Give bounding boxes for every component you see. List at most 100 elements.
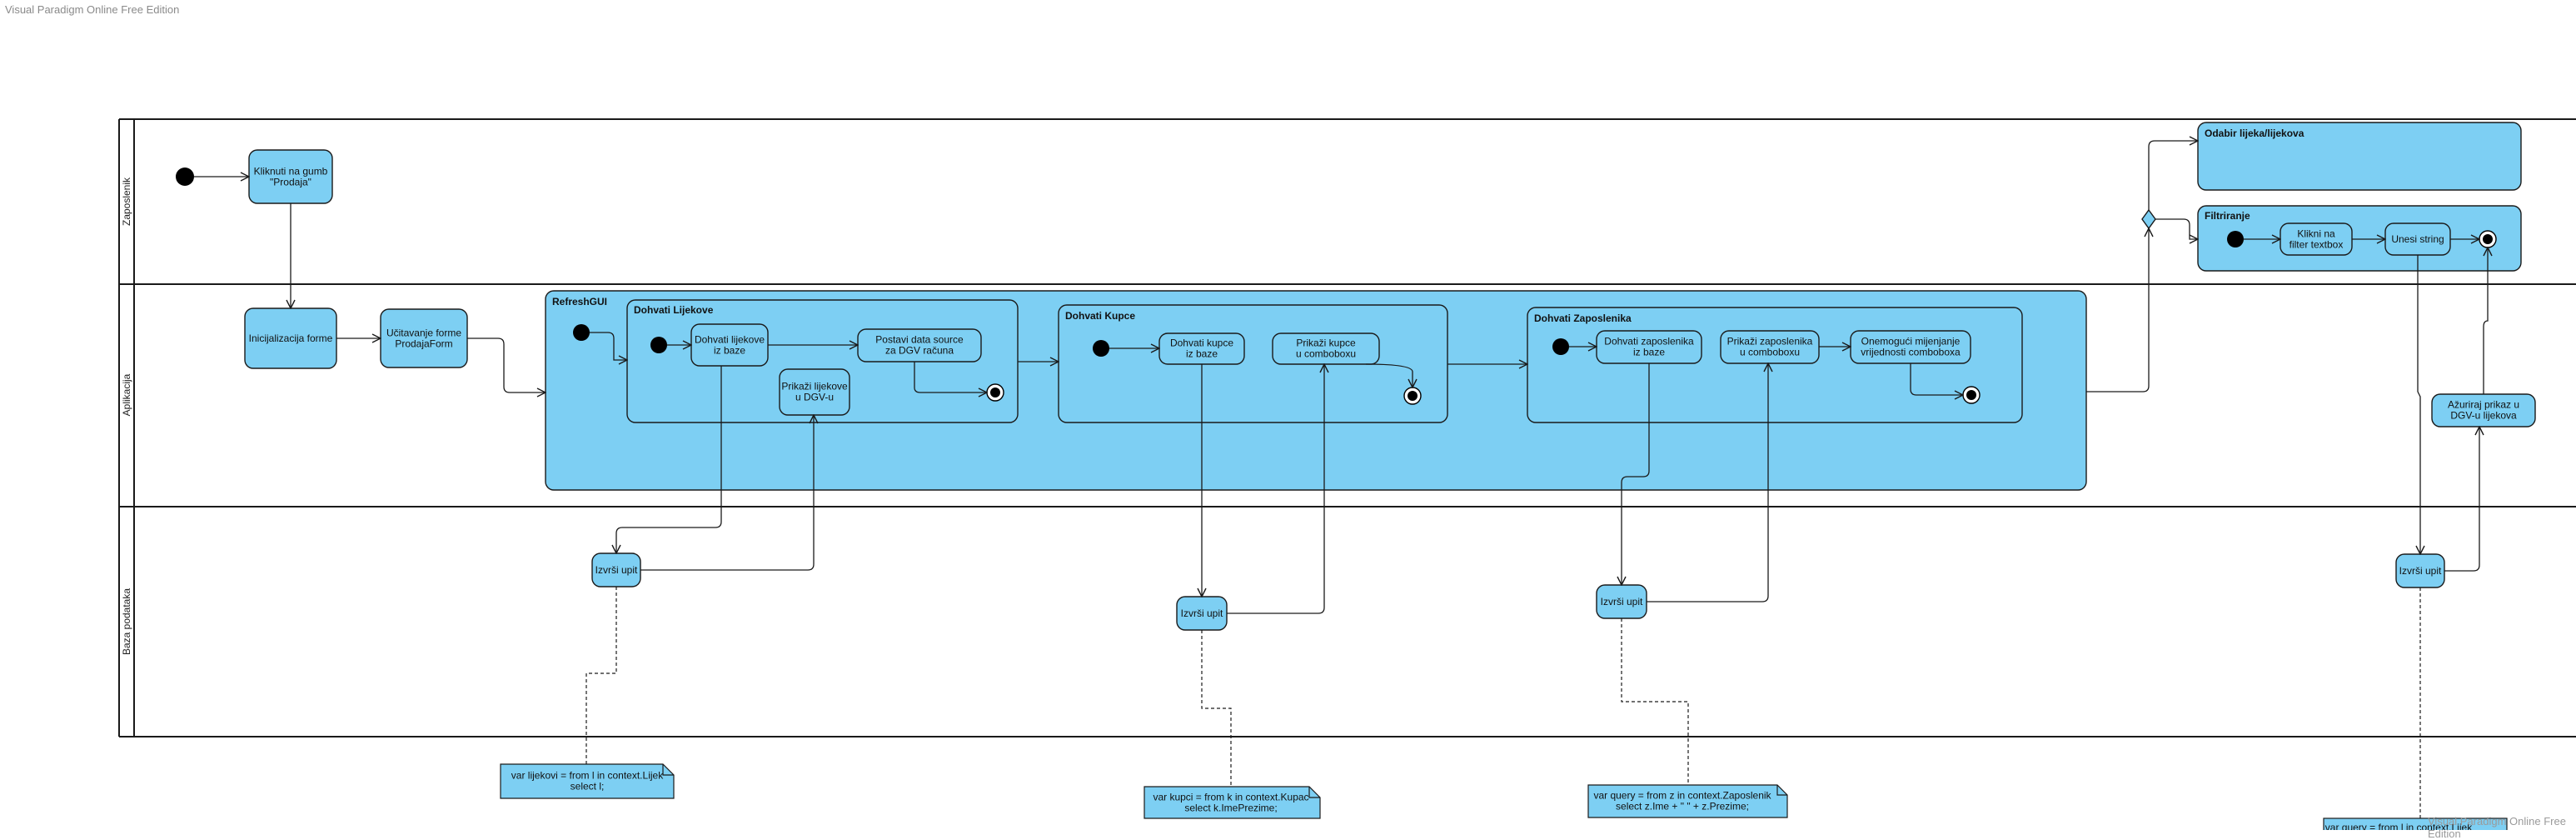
- label-line: u comboboxu: [1740, 347, 1800, 358]
- label-line: iz baze: [1633, 347, 1665, 358]
- note-anchor: [585, 587, 617, 764]
- flow-edge: [1910, 363, 1963, 395]
- action-kliknuti[interactable]: Kliknuti na gumb"Prodaja": [248, 149, 333, 204]
- label-line: Klikni na: [2297, 228, 2335, 240]
- final-node: [986, 383, 1004, 402]
- flow-edge: [590, 332, 627, 360]
- flow-edge: [2418, 255, 2420, 554]
- label-line: u DGV-u: [795, 392, 834, 403]
- lane-label-aplikacija: Aplikacija: [121, 373, 132, 416]
- flow-edge: [640, 415, 814, 571]
- lane-label-baza: Baza podataka: [121, 588, 132, 655]
- initial-node: [2227, 231, 2244, 248]
- note-anchors: [585, 587, 2421, 818]
- final-nodes: [986, 230, 2497, 405]
- note-kupci[interactable]: var kupci = from k in context.Kupacselec…: [1144, 786, 1321, 819]
- label-line: var query = from l in context.Lijek: [2325, 822, 2473, 830]
- group-label: Dohvati Kupce: [1065, 310, 1135, 322]
- note-lijekovi[interactable]: var lijekovi = from l in context.Lijekse…: [500, 763, 675, 799]
- flow-edge: [467, 338, 546, 392]
- flow-edge: [1647, 363, 1768, 602]
- label-line: za DGV računa: [885, 345, 954, 357]
- group-label: Filtriranje: [2205, 210, 2250, 222]
- note-query[interactable]: var query = from z in context.Zaposlenik…: [1587, 784, 1788, 818]
- flow-edge: [1365, 363, 1413, 388]
- initial-node: [176, 168, 194, 186]
- action-izvrsi-upit[interactable]: Izvrši upit: [2395, 553, 2445, 588]
- dohvati-zaposlenika-group[interactable]: Dohvati Zaposlenika: [1527, 307, 2023, 423]
- label-line: var kupci = from k in context.Kupac: [1153, 792, 1308, 803]
- label-line: select z.Ime + " " + z.Prezime;: [1616, 801, 1749, 812]
- flow-edge: [2483, 248, 2488, 394]
- label-line: Kliknuti na gumb: [254, 166, 328, 178]
- flow-edge: [2148, 141, 2198, 210]
- final-node: [1962, 386, 1981, 404]
- label-line: var query = from z in context.Zaposlenik: [1593, 790, 1771, 802]
- label-line: select k.ImePrezime;: [1184, 802, 1277, 814]
- initial-nodes: [176, 168, 2244, 357]
- final-node: [2479, 230, 2497, 248]
- label-line: u comboboxu: [1296, 348, 1356, 360]
- note-cut[interactable]: var query = from l in context.Lijek: [2323, 818, 2508, 830]
- label-line: filter textbox: [2290, 239, 2344, 251]
- note-anchor: [1621, 618, 1689, 785]
- label-line: Ažuriraj prikaz u: [2448, 399, 2519, 411]
- action-izvrsi-upit[interactable]: Izvrši upit: [591, 552, 641, 588]
- label-line: iz baze: [1186, 348, 1218, 360]
- label-line: Onemogući mijenjanje: [1861, 336, 1961, 348]
- label-line: select l;: [571, 781, 605, 792]
- odabir-lijeka-group[interactable]: Odabir lijeka/lijekova: [2197, 122, 2522, 191]
- initial-node: [573, 324, 590, 341]
- label-line: Izvrši upit: [1181, 608, 1223, 619]
- label-line: Izvrši upit: [1601, 596, 1643, 608]
- control-flows: [194, 141, 2488, 614]
- watermark-bottom: Visual Paradigm Online Free Edition: [2428, 815, 2566, 840]
- group-label: Odabir lijeka/lijekova: [2205, 128, 2304, 139]
- label-line: Dohvati kupce: [1170, 338, 1233, 349]
- initial-node: [1093, 340, 1109, 357]
- group-label: RefreshGUI: [552, 296, 607, 308]
- label-line: "Prodaja": [270, 177, 311, 188]
- final-node: [1403, 387, 1422, 405]
- swimlane-frame: [118, 118, 2576, 738]
- group-label: Dohvati Zaposlenika: [1534, 312, 1632, 324]
- label-line: Inicijalizacija forme: [249, 332, 333, 344]
- lane-label-zaposlenik: Zaposlenik: [121, 177, 132, 226]
- label-line: Unesi string: [2391, 233, 2444, 245]
- label-line: Učitavanje forme: [386, 328, 461, 339]
- label-line: var lijekovi = from l in context.Lijek: [511, 770, 664, 782]
- flow-edge: [616, 366, 722, 553]
- action-unesi-string[interactable]: Unesi string: [2384, 222, 2451, 256]
- label-line: Izvrši upit: [595, 564, 638, 576]
- group-label: Dohvati Lijekove: [634, 304, 714, 316]
- flow-edge: [1622, 363, 1650, 585]
- initial-node: [1552, 338, 1569, 355]
- label-line: DGV-u lijekova: [2450, 410, 2517, 422]
- filtriranje-group[interactable]: Filtriranje: [2197, 205, 2522, 272]
- action-izvrsi-upit[interactable]: Izvrši upit: [1176, 596, 1228, 631]
- watermark-top: Visual Paradigm Online Free Edition: [5, 3, 180, 16]
- note-anchor: [1201, 630, 1232, 787]
- flow-edge: [2444, 427, 2479, 572]
- label-line: Izvrši upit: [2399, 565, 2442, 577]
- flow-edge: [2155, 218, 2198, 239]
- action-inicijalizacija[interactable]: Inicijalizacija forme: [244, 308, 337, 369]
- dohvati-kupce-group[interactable]: Dohvati Kupce: [1058, 304, 1448, 423]
- action-izvrsi-upit[interactable]: Izvrši upit: [1596, 584, 1647, 619]
- initial-node: [650, 337, 667, 353]
- flow-edge: [2086, 228, 2149, 392]
- label-line: vrijednosti comboboxa: [1861, 347, 1961, 358]
- label-line: Dohvati zaposlenika: [1604, 336, 1694, 348]
